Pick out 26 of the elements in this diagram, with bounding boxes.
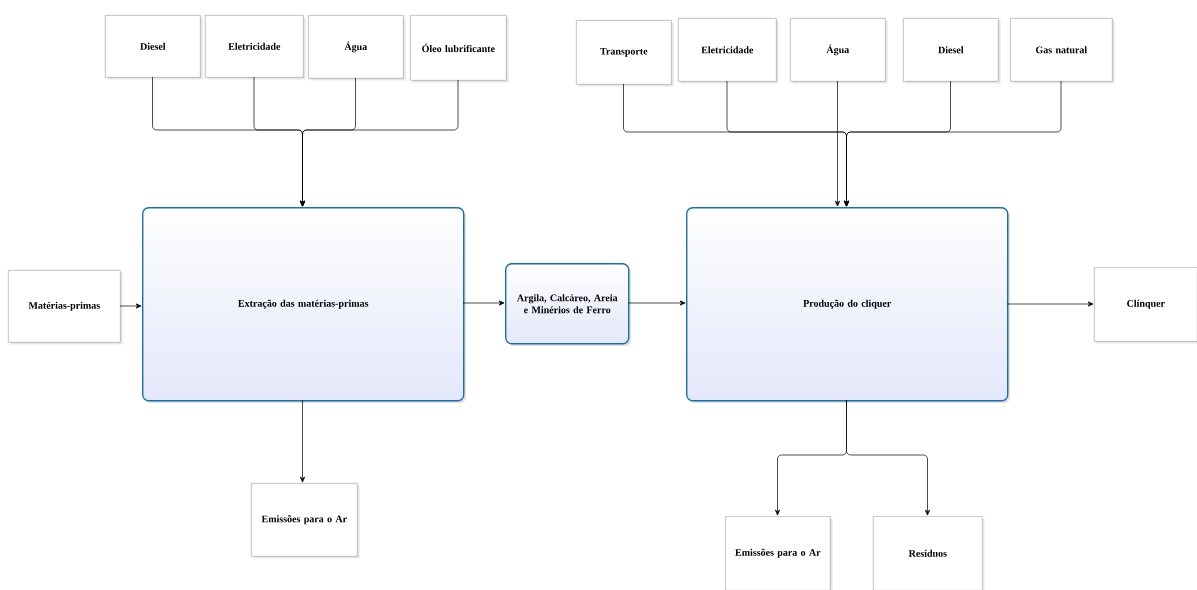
input-box: Diesel bbox=[105, 15, 203, 80]
arrow bbox=[299, 399, 306, 483]
arrow bbox=[834, 80, 841, 207]
input-box: Óleo lubrificante bbox=[410, 15, 509, 83]
input-box: Diesel bbox=[903, 18, 1001, 84]
output-box: Emissões para o Ar bbox=[725, 516, 833, 590]
input-box: Eletricidade bbox=[205, 15, 306, 80]
arrow bbox=[1006, 301, 1094, 307]
output-box: Emissões para o Ar bbox=[251, 483, 360, 559]
arrow bbox=[462, 300, 505, 306]
output-box: Clínquer bbox=[1094, 267, 1197, 344]
arrow bbox=[119, 303, 142, 309]
output-box: Resíduos bbox=[873, 516, 985, 590]
arrow bbox=[843, 80, 1062, 207]
output-box: Matérias-primas bbox=[8, 270, 123, 345]
arrow bbox=[299, 79, 459, 207]
arrow bbox=[627, 300, 686, 306]
input-box: Transporte bbox=[576, 20, 674, 87]
input-box: Água bbox=[308, 15, 406, 81]
input-box: Eletricidade bbox=[678, 18, 779, 84]
input-box: Gas natural bbox=[1010, 18, 1115, 84]
process-box: Argila, Calcáreo, Areia e Minérios de Ferro bbox=[505, 263, 631, 346]
process-box: Produção do cliquer bbox=[686, 207, 1010, 403]
arrow bbox=[846, 399, 931, 516]
input-box: Água bbox=[790, 18, 888, 84]
process-box: Extração das matérias-primas bbox=[142, 207, 466, 403]
